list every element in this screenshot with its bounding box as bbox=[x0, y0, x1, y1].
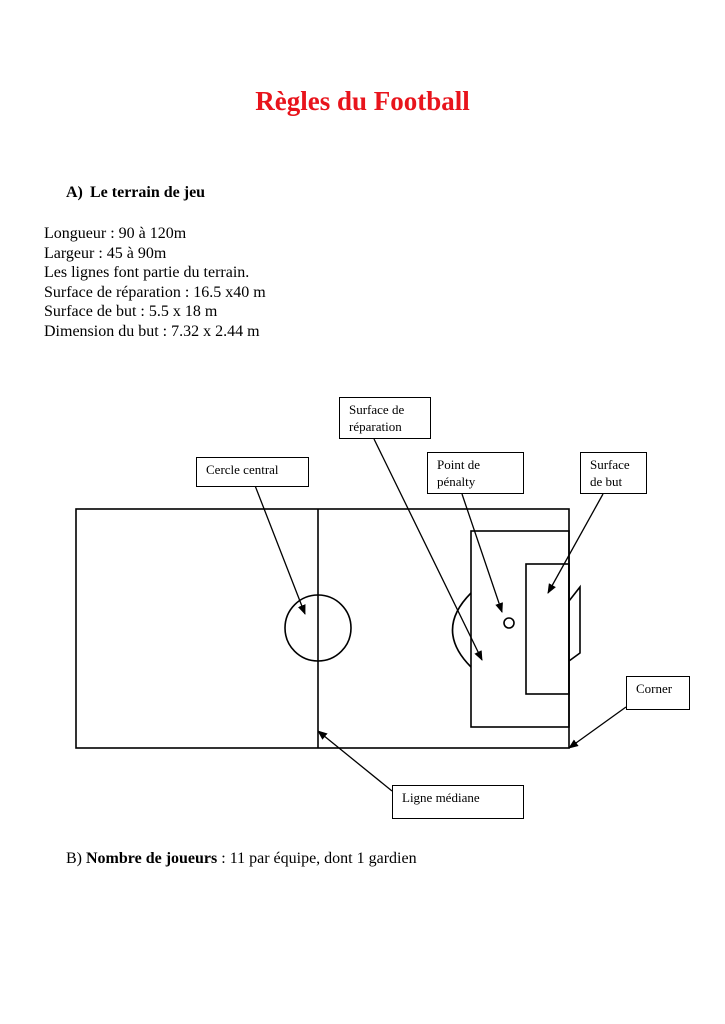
spec-longueur: Longueur : 90 à 120m bbox=[44, 225, 187, 242]
field-specifications: Longueur : 90 à 120m Largeur : 45 à 90m … bbox=[44, 224, 266, 342]
section-a-heading: A) Le terrain de jeu bbox=[66, 184, 205, 202]
field-outline bbox=[75, 508, 570, 749]
spec-lignes: Les lignes font partie du terrain. bbox=[44, 264, 250, 282]
label-cercle-central: Cercle central bbox=[196, 457, 309, 487]
section-a-title: Le terrain de jeu bbox=[90, 184, 206, 201]
label-surface-reparation: Surface de réparation bbox=[339, 397, 431, 439]
goal bbox=[568, 584, 581, 662]
arrow-surface-reparation bbox=[373, 438, 483, 661]
arrow-cercle-central bbox=[253, 482, 306, 615]
section-b-bold-label: Nombre de joueurs bbox=[86, 850, 218, 867]
label-ligne-mediane: Ligne médiane bbox=[392, 785, 524, 819]
section-b-players: B) Nombre de joueurs : 11 par équipe, do… bbox=[66, 850, 417, 868]
arrow-corner bbox=[568, 706, 627, 749]
center-circle bbox=[284, 594, 352, 662]
section-a-number: A) bbox=[66, 184, 83, 201]
spec-largeur: Largeur : 45 à 90m bbox=[44, 244, 167, 262]
goal-area bbox=[525, 563, 570, 695]
spec-dimension-but: Dimension du but : 7.32 x 2.44 m bbox=[44, 322, 260, 340]
label-point-penalty: Point de pénalty bbox=[427, 452, 524, 494]
spec-surface-reparation: Surface de réparation : 16.5 x40 m bbox=[44, 283, 266, 301]
spec-surface-but: Surface de but : 5.5 x 18 m bbox=[44, 303, 218, 321]
arrow-point-penalty bbox=[461, 493, 503, 613]
penalty-arc bbox=[451, 592, 472, 668]
arrow-surface-but bbox=[547, 493, 604, 594]
penalty-spot bbox=[503, 617, 515, 629]
label-surface-but: Surface de but bbox=[580, 452, 647, 494]
penalty-area bbox=[470, 530, 570, 728]
page-title: Règles du Football bbox=[255, 86, 470, 116]
label-corner: Corner bbox=[626, 676, 690, 710]
section-b-number: B) bbox=[66, 850, 86, 867]
arrow-ligne-mediane bbox=[317, 730, 393, 792]
section-b-text: : 11 par équipe, dont 1 gardien bbox=[217, 850, 417, 867]
